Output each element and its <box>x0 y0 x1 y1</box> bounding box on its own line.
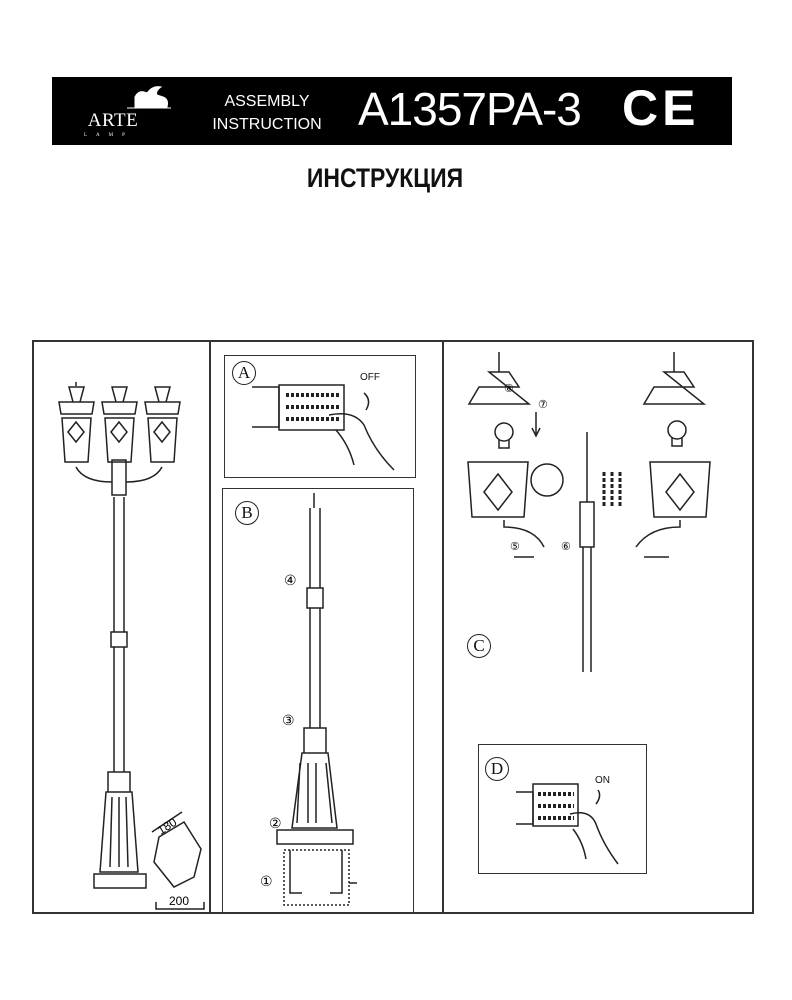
switch-on-text: ON <box>595 775 610 786</box>
step-5: ⑤ <box>510 541 520 553</box>
arte-lamp-logo: ARTE LAMP <box>78 83 171 141</box>
lantern-right <box>144 386 181 463</box>
header-bar: ARTE LAMP ASSEMBLY INSTRUCTION A1357PA-3… <box>52 77 732 145</box>
assembly-line1: ASSEMBLY <box>224 93 310 110</box>
step-4: ④ <box>284 572 297 588</box>
dim-180: 180 <box>155 815 180 838</box>
panel-a <box>224 355 416 478</box>
model-number: A1357PA-3 <box>358 83 582 135</box>
panel-d <box>478 744 647 874</box>
divider <box>209 340 211 914</box>
step-8: ⑧ <box>504 383 514 395</box>
pole-install-drawing: ② ① ③ ④ <box>260 493 357 906</box>
panel-c-label: C <box>467 634 491 658</box>
instruction-frame <box>32 340 754 914</box>
page-title: ИНСТРУКЦИЯ <box>306 163 464 193</box>
assembly-instruction-label: ASSEMBLY INSTRUCTION <box>202 90 332 136</box>
panel-d-label: D <box>485 757 509 781</box>
switch-off-text: OFF <box>360 372 380 383</box>
circuit-breaker-off-drawing <box>252 384 395 471</box>
lamp-overview-drawing: 180 200 <box>58 382 205 910</box>
brand-sub: LAMP <box>84 133 134 138</box>
ce-mark: CE <box>622 80 700 136</box>
panel-a-label: A <box>232 361 256 385</box>
dim-200: 200 <box>169 894 189 908</box>
lantern-center <box>101 386 138 463</box>
lion-icon <box>127 86 171 109</box>
circuit-breaker-on-drawing <box>516 783 619 865</box>
step-1: ① <box>260 873 273 889</box>
assembly-line2: INSTRUCTION <box>212 116 322 133</box>
divider <box>442 340 444 914</box>
step-6: ⑥ <box>561 541 571 553</box>
brand-name: ARTE <box>87 110 139 131</box>
step-2: ② <box>269 815 282 831</box>
panel-b-label: B <box>235 501 259 525</box>
step-7: ⑦ <box>538 399 548 411</box>
panel-b <box>222 488 414 913</box>
lantern-assembly-drawing: ⑤ ⑥ ⑦ ⑧ <box>467 352 711 672</box>
step-3: ③ <box>282 712 295 728</box>
lantern-left <box>58 382 95 463</box>
